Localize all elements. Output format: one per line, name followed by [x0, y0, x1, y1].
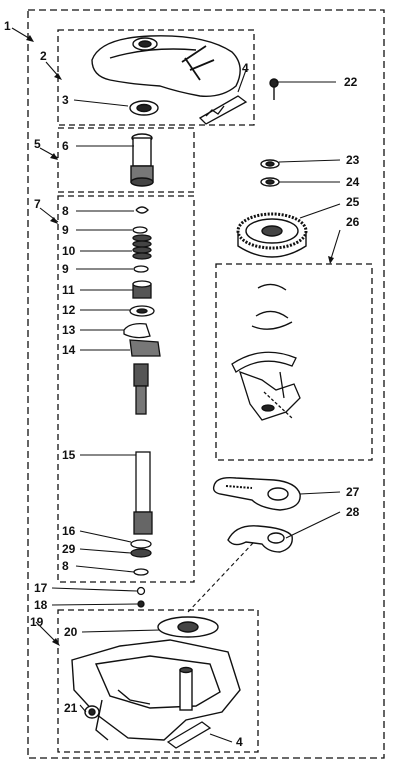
clip-4-top — [198, 95, 248, 125]
callout-19: 19 — [30, 615, 44, 629]
shaft-stack — [123, 206, 161, 608]
callout-7: 7 — [34, 197, 41, 211]
washer-24 — [260, 177, 280, 187]
pinion-group-outline — [57, 127, 195, 193]
callout-13: 13 — [62, 323, 76, 337]
segment-gear-outline — [215, 263, 373, 461]
plug-21 — [84, 705, 100, 719]
callout-1: 1 — [4, 19, 11, 33]
callout-14: 14 — [62, 343, 76, 357]
callout-9-mid: 9 — [62, 262, 69, 276]
callout-20: 20 — [64, 625, 78, 639]
gear-case-19 — [71, 616, 241, 741]
gear-case-outline — [57, 609, 259, 753]
callout-labels: 1 2 3 4 22 5 6 7 8 9 10 9 11 12 13 14 15… — [4, 19, 360, 749]
callout-24: 24 — [346, 175, 360, 189]
callout-4-top: 4 — [242, 61, 249, 75]
callout-10: 10 — [62, 244, 76, 258]
callout-18: 18 — [34, 598, 48, 612]
segment-gear-26 — [231, 283, 301, 421]
callout-3: 3 — [62, 93, 69, 107]
callout-23: 23 — [346, 153, 360, 167]
spring-10 — [132, 234, 152, 260]
callout-28: 28 — [346, 505, 360, 519]
washer-23 — [260, 159, 280, 169]
callout-17: 17 — [34, 581, 48, 595]
callout-16: 16 — [62, 524, 76, 538]
callout-27: 27 — [346, 485, 360, 499]
callout-4-bottom: 4 — [236, 735, 243, 749]
clip-4-bottom — [166, 721, 212, 749]
leader-arrows — [26, 35, 334, 646]
callout-26: 26 — [346, 215, 360, 229]
callout-2: 2 — [40, 49, 47, 63]
screw-22 — [269, 78, 279, 100]
callout-11: 11 — [62, 283, 75, 297]
callout-25: 25 — [346, 195, 360, 209]
pinion-6 — [130, 133, 154, 187]
callout-22: 22 — [344, 75, 358, 89]
callout-9-top: 9 — [62, 223, 69, 237]
seal-3 — [129, 100, 159, 116]
callout-5: 5 — [34, 137, 41, 151]
callout-29: 29 — [62, 542, 76, 556]
callout-8-top: 8 — [62, 204, 69, 218]
callout-21: 21 — [64, 701, 78, 715]
callout-8-bottom: 8 — [62, 559, 69, 573]
callout-6: 6 — [62, 139, 69, 153]
drive-link-27 — [212, 476, 301, 511]
callout-12: 12 — [62, 303, 76, 317]
assembly-outline — [27, 9, 385, 759]
shifter-28 — [227, 525, 293, 553]
gear-25 — [236, 212, 308, 258]
gearcase-cover — [91, 35, 241, 97]
shaft-group-outline — [57, 195, 195, 583]
callout-15: 15 — [62, 448, 76, 462]
